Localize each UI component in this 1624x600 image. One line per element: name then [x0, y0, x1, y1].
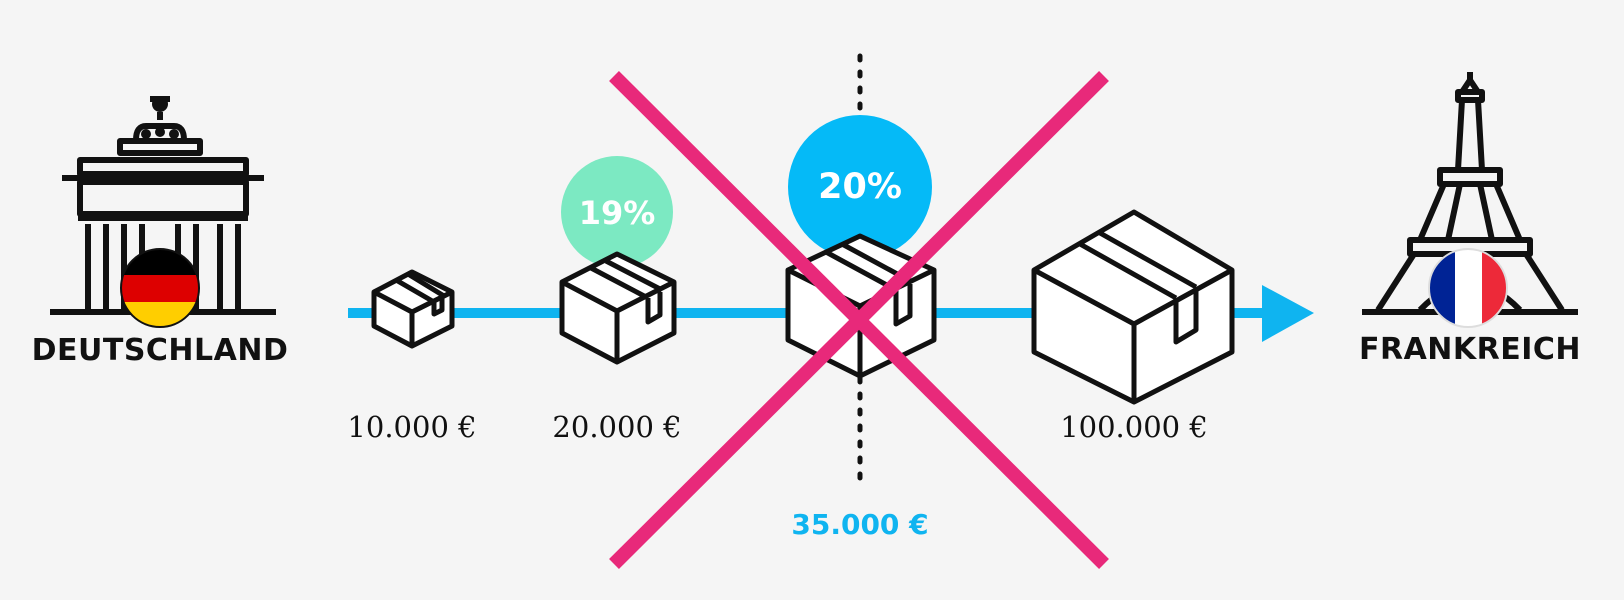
- flag-germany-icon: [120, 248, 200, 328]
- vat-bubble-de: [561, 156, 673, 268]
- destination-country-label: FRANKREICH: [1358, 332, 1582, 367]
- package-price-small: 10.000 €: [347, 410, 477, 444]
- cross-out-mark: [609, 71, 1109, 569]
- flag-france-icon: [1428, 248, 1508, 328]
- origin-country-label: DEUTSCHLAND: [31, 333, 289, 368]
- package-box-threshold-icon: [785, 233, 937, 379]
- vat-bubble-fr: [788, 115, 932, 259]
- package-price-medium: 20.000 €: [552, 410, 682, 444]
- package-price-large: 100.000 €: [1060, 410, 1208, 444]
- vat-rate-fr-label: 20%: [818, 167, 902, 207]
- package-box-large-icon: [1031, 209, 1235, 405]
- package-box-medium-icon: [559, 251, 677, 365]
- flow-arrow-head: [1262, 285, 1314, 342]
- threshold-label: 35.000 €: [791, 508, 929, 541]
- vat-rate-de-label: 19%: [578, 194, 656, 232]
- package-box-small-icon: [371, 269, 455, 349]
